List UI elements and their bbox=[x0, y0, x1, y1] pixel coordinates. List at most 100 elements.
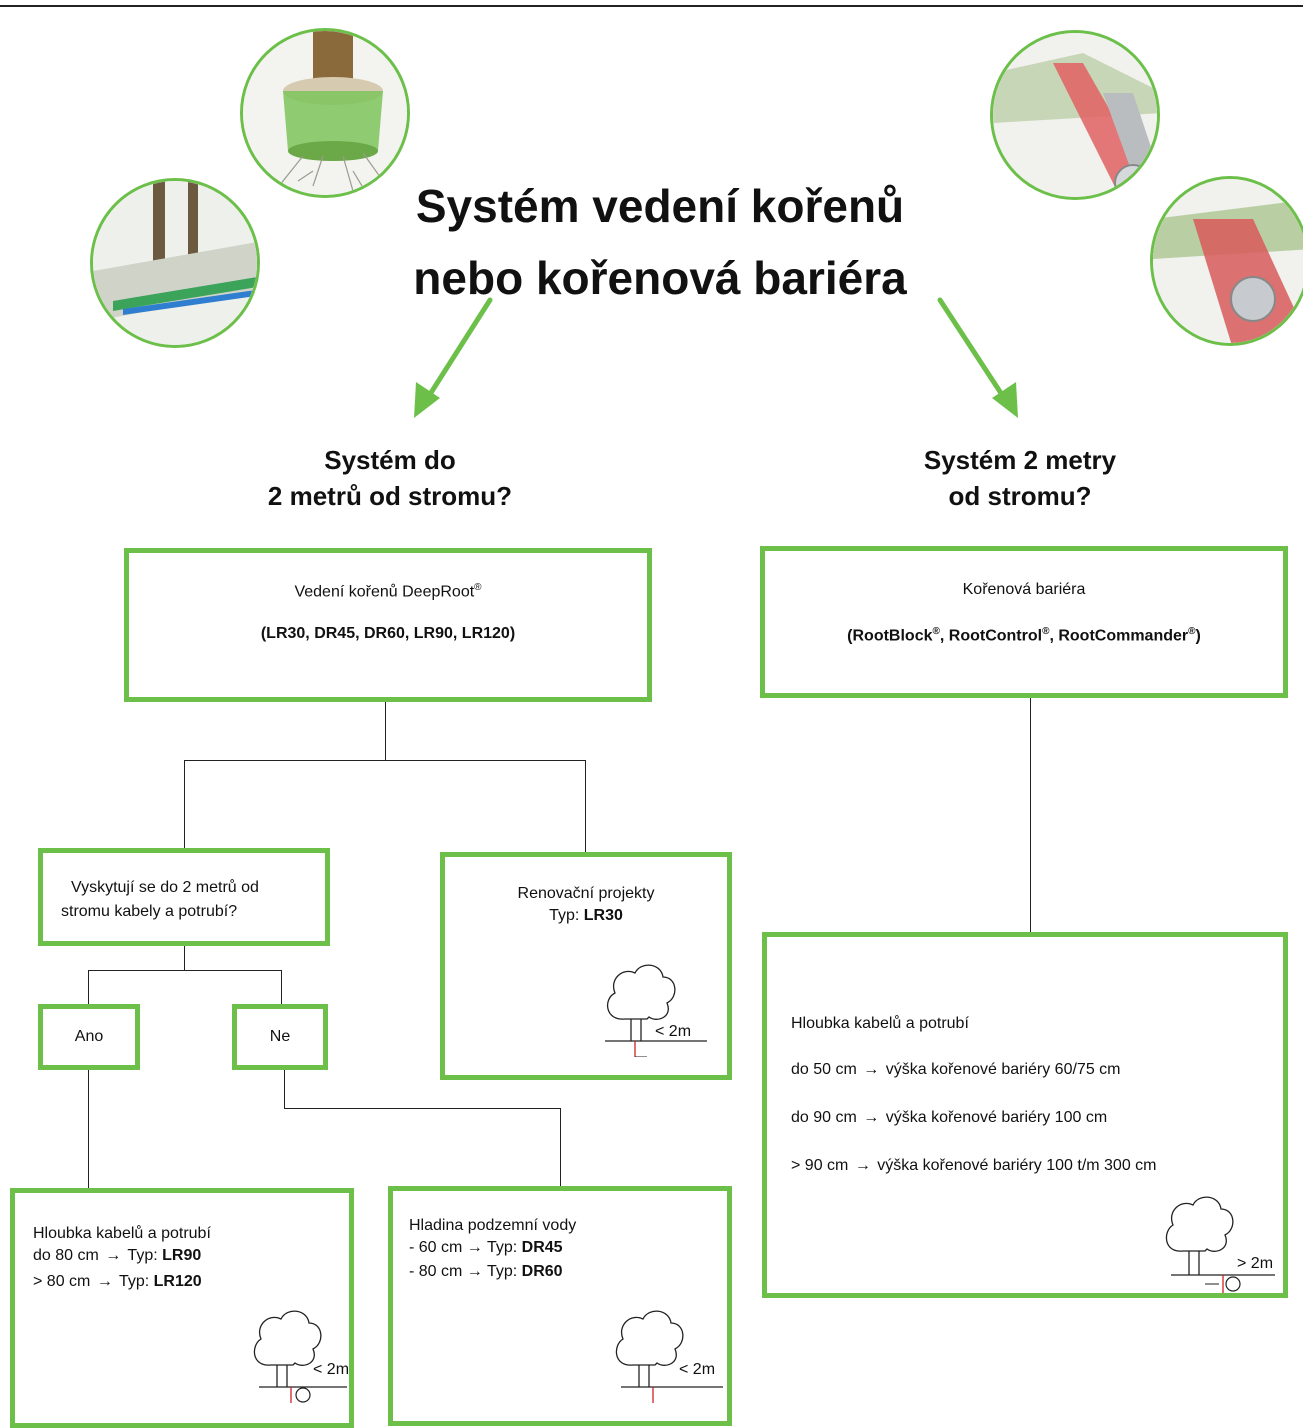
renovation-distance-label: < 2m bbox=[655, 1023, 692, 1040]
renovation-type-value: LR30 bbox=[583, 907, 623, 924]
box-root-barrier: Kořenová bariéra (RootBlock®, RootContro… bbox=[760, 546, 1288, 698]
connector-ano-ne-horizontal bbox=[88, 970, 282, 971]
depth-right-row-2-depth: do 90 cm bbox=[791, 1109, 857, 1126]
right-arrow-shaft bbox=[937, 297, 1015, 413]
box-ano: Ano bbox=[38, 1004, 140, 1070]
tree-distance-icon bbox=[615, 1310, 723, 1403]
arrow-right-icon: → bbox=[863, 1109, 880, 1126]
renovation-type-label: Typ: bbox=[549, 907, 584, 924]
root-barrier-photo-circle-2 bbox=[1150, 176, 1303, 346]
depth-right-distance-label: > 2m bbox=[1237, 1255, 1274, 1272]
ano-label: Ano bbox=[74, 1028, 104, 1045]
depth-right-row-2-result: výška kořenové bariéry 100 cm bbox=[885, 1109, 1108, 1126]
arrow-right-icon: → bbox=[854, 1157, 871, 1174]
depth-right-row-3-depth: > 90 cm bbox=[791, 1157, 849, 1174]
left-question-line-2: 2 metrů od stromu? bbox=[267, 481, 513, 511]
barrier-products: (RootBlock®, RootControl®, RootCommander… bbox=[765, 621, 1283, 647]
box-cables-question: Vyskytují se do 2 metrů od stromu kabely… bbox=[38, 848, 330, 946]
connector-ano-down bbox=[88, 1070, 89, 1192]
connector-ne-horizontal bbox=[284, 1108, 560, 1109]
barrier-label: Kořenová bariéra bbox=[962, 581, 1086, 598]
box-ne: Ne bbox=[232, 1004, 328, 1070]
depth-left-distance-label: < 2m bbox=[313, 1361, 350, 1378]
page-title: Systém vedení kořenů nebo kořenová barié… bbox=[380, 170, 940, 314]
connector-to-ano bbox=[88, 970, 89, 1008]
groundwater-row-1: - 60 cm → Typ: DR45 bbox=[409, 1237, 563, 1259]
depth-left-row-1-depth: do 80 cm bbox=[33, 1247, 99, 1264]
box-renovation: Renovační projekty Typ: LR30 < 2m bbox=[440, 852, 732, 1080]
depth-right-heading: Hloubka kabelů a potrubí bbox=[791, 1015, 969, 1032]
connector-cables-down bbox=[184, 944, 185, 970]
depth-right-row-1: do 50 cm → výška kořenové bariéry 60/75 … bbox=[791, 1059, 1121, 1081]
root-system-photo-circle-2 bbox=[90, 178, 260, 348]
groundwater-row-2: - 80 cm → Typ: DR60 bbox=[409, 1261, 563, 1283]
connector-barrier-down bbox=[1030, 696, 1031, 936]
deeproot-label: Vedení kořenů DeepRoot® bbox=[129, 577, 647, 603]
arrow-right-icon: → bbox=[466, 1263, 483, 1280]
tree-pipe-distance-icon bbox=[253, 1310, 347, 1403]
depth-right-row-2: do 90 cm → výška kořenové bariéry 100 cm bbox=[791, 1107, 1107, 1129]
reg-mark: ® bbox=[1042, 626, 1050, 637]
ne-label: Ne bbox=[269, 1028, 291, 1045]
connector-to-cables-question bbox=[184, 760, 185, 852]
depth-left-row-1-label: Typ: bbox=[127, 1247, 163, 1264]
arrow-right-icon: → bbox=[105, 1247, 122, 1264]
tree-distance-icon bbox=[605, 964, 707, 1057]
page-title-line-2: nebo kořenová bariéra bbox=[413, 252, 907, 304]
connector-ne-down bbox=[284, 1070, 285, 1108]
barrier-product-rootcontrol: , RootControl bbox=[939, 627, 1043, 645]
depth-left-row-2-label: Typ: bbox=[118, 1273, 154, 1290]
connector-split-horizontal bbox=[184, 760, 586, 761]
groundwater-row-1-depth: - 60 cm bbox=[409, 1239, 463, 1256]
left-question: Systém do 2 metrů od stromu? bbox=[230, 442, 550, 514]
groundwater-row-2-depth: - 80 cm bbox=[409, 1263, 463, 1280]
connector-to-groundwater bbox=[560, 1108, 561, 1190]
connector-to-renovation bbox=[585, 760, 586, 854]
box-deeproot: Vedení kořenů DeepRoot® (LR30, DR45, DR6… bbox=[124, 548, 652, 702]
barrier-product-rootcommander: , RootCommander bbox=[1049, 627, 1189, 645]
page-title-line-1: Systém vedení kořenů bbox=[415, 180, 905, 232]
top-rule bbox=[0, 5, 1303, 7]
depth-right-row-1-result: výška kořenové bariéry 60/75 cm bbox=[885, 1061, 1121, 1078]
depth-left-row-1: do 80 cm → Typ: LR90 bbox=[33, 1245, 201, 1267]
connector-to-ne bbox=[281, 970, 282, 1008]
reg-mark: ® bbox=[1188, 626, 1196, 637]
pipe-installation-illustration-icon bbox=[93, 181, 257, 345]
barrier-products-close: ) bbox=[1195, 627, 1201, 645]
deeproot-label-text: Vedení kořenů DeepRoot bbox=[294, 583, 475, 601]
box-depth-left: Hloubka kabelů a potrubí do 80 cm → Typ:… bbox=[10, 1188, 354, 1428]
arrow-right-icon: → bbox=[96, 1273, 113, 1290]
depth-left-row-2-depth: > 80 cm bbox=[33, 1273, 91, 1290]
deeproot-reg-mark: ® bbox=[474, 582, 482, 593]
barrier-section-illustration-icon bbox=[1153, 179, 1303, 343]
root-barrier-illustration-icon bbox=[243, 31, 407, 195]
depth-left-row-2: > 80 cm → Typ: LR120 bbox=[33, 1271, 202, 1293]
depth-left-heading: Hloubka kabelů a potrubí bbox=[33, 1225, 211, 1242]
tree-pipe-distance-icon bbox=[1165, 1196, 1275, 1293]
left-question-line-1: Systém do bbox=[324, 445, 456, 475]
right-question: Systém 2 metry od stromu? bbox=[860, 442, 1180, 514]
right-question-line-1: Systém 2 metry bbox=[923, 445, 1117, 475]
arrow-right-icon: → bbox=[466, 1239, 483, 1256]
arrow-right-icon: → bbox=[863, 1061, 880, 1078]
left-arrow-shaft bbox=[417, 297, 493, 413]
barrier-product-rootblock: (RootBlock bbox=[847, 627, 933, 645]
depth-right-row-3-result: výška kořenové bariéry 100 t/m 300 cm bbox=[877, 1157, 1157, 1174]
depth-left-row-2-value: LR120 bbox=[153, 1273, 202, 1290]
depth-right-row-3: > 90 cm → výška kořenové bariéry 100 t/m… bbox=[791, 1155, 1157, 1177]
groundwater-row-2-value: DR60 bbox=[521, 1263, 563, 1280]
deeproot-types: (LR30, DR45, DR60, LR90, LR120) bbox=[260, 625, 516, 643]
box-groundwater: Hladina podzemní vody - 60 cm → Typ: DR4… bbox=[388, 1186, 732, 1426]
right-question-line-2: od stromu? bbox=[948, 481, 1092, 511]
groundwater-row-1-value: DR45 bbox=[521, 1239, 563, 1256]
groundwater-row-1-label: Typ: bbox=[486, 1239, 522, 1256]
reg-mark: ® bbox=[932, 626, 940, 637]
groundwater-row-2-label: Typ: bbox=[486, 1263, 522, 1280]
groundwater-distance-label: < 2m bbox=[679, 1361, 716, 1378]
depth-right-row-1-depth: do 50 cm bbox=[791, 1061, 857, 1078]
root-system-photo-circle-1 bbox=[240, 28, 410, 198]
cables-question-line-2: stromu kabely a potrubí? bbox=[61, 903, 238, 920]
renovation-title: Renovační projekty bbox=[517, 885, 655, 902]
cables-question-line-1: Vyskytují se do 2 metrů od bbox=[71, 879, 259, 896]
